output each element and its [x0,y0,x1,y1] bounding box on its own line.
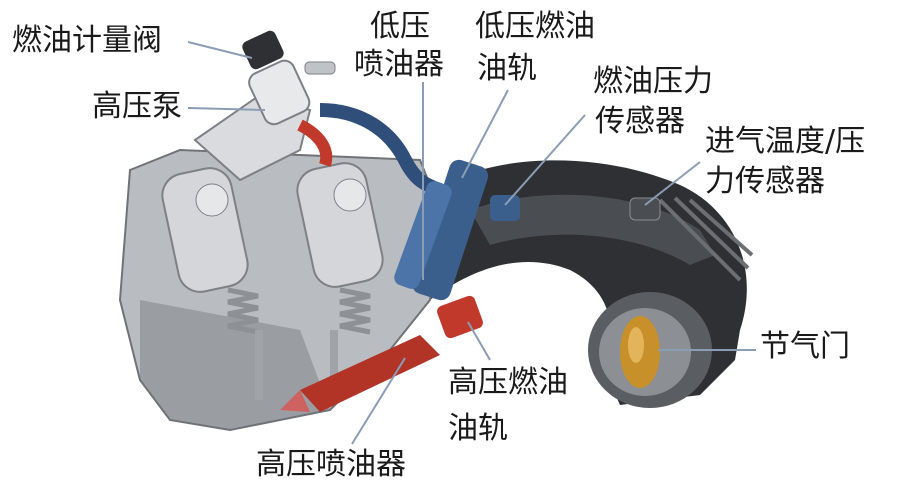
high-pressure-pump-cylinder [248,59,311,126]
fuel-pressure-sensor [490,195,520,221]
low-pressure-line [319,103,443,197]
leader-intake-sensor [644,161,701,206]
label-high-pressure-rail-line1: 高压燃油 [448,365,568,400]
injector-spray [280,390,310,412]
label-fuel-pressure-sensor-line2: 传感器 [595,104,685,139]
label-low-pressure-rail-line1: 低压燃油 [475,9,595,44]
intake-sensor [629,197,661,221]
pump-fitting [304,61,336,75]
label-throttle: 节气门 [760,329,850,364]
fuel-metering-valve-body [242,30,284,70]
leader-fuel-pressure-sensor [504,114,586,206]
throttle-plate-highlight [628,327,644,363]
leader-high-pressure-injector [351,357,406,445]
high-pressure-rail [437,295,483,339]
label-intake-sensor-line1: 进气温度/压 [705,124,866,159]
leader-low-pressure-rail [461,89,509,179]
intake-manifold-ribs [658,196,754,282]
label-fuel-metering-valve: 燃油计量阀 [12,23,162,58]
cylinder-head-shadow [140,300,330,430]
label-high-pressure-pump: 高压泵 [92,89,182,124]
label-low-pressure-rail-line2: 油轨 [477,51,537,86]
valve-stem-left [255,330,263,400]
label-fuel-pressure-sensor-line1: 燃油压力 [593,64,713,99]
high-pressure-line [297,119,333,167]
high-pressure-injector [300,335,440,412]
label-high-pressure-rail-line2: 油轨 [448,411,508,446]
leader-high-pressure-rail [467,321,491,361]
valve-spring-left [227,287,259,335]
camshaft-lobe-1 [195,183,229,217]
camshaft-lobe-2 [333,178,367,212]
label-low-pressure-injector-line2: 喷油器 [354,47,444,82]
label-low-pressure-injector-line1: 低压 [370,9,430,44]
low-pressure-rail [411,159,489,301]
valve-stem-right [330,330,338,400]
leader-fuel-metering-valve [187,41,253,59]
leader-high-pressure-pump [187,107,266,111]
label-intake-sensor-line2: 力传感器 [705,164,825,199]
leader-lines [187,41,756,445]
valve-spring-right [339,287,371,335]
label-high-pressure-injector: 高压喷油器 [256,447,406,482]
